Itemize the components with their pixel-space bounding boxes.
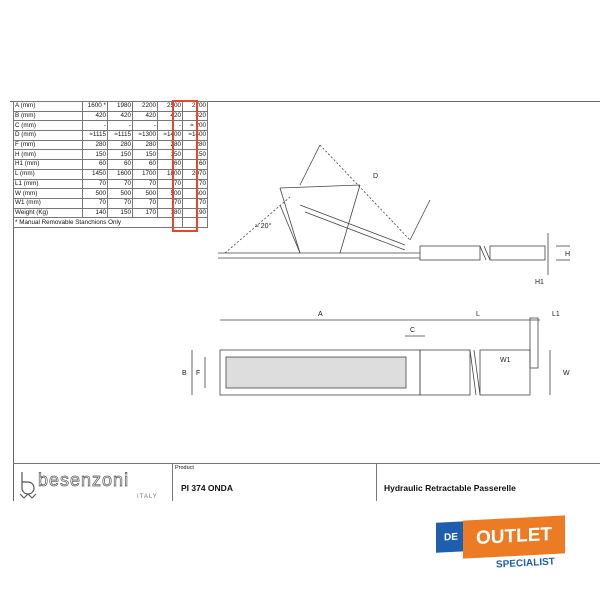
title-block-divider [172, 463, 173, 501]
label-f: F [196, 370, 200, 377]
title-block-divider [376, 463, 377, 501]
product-name: PI 374 ONDA [181, 483, 233, 493]
frame-left-line [13, 101, 14, 501]
label-d: D [373, 173, 378, 180]
product-label: Product [175, 465, 194, 471]
brand-name: besenzoni [38, 470, 130, 491]
side-view [218, 144, 570, 275]
label-l1: L1 [552, 311, 560, 318]
label-h1: H1 [535, 279, 544, 286]
logo-outlet: OUTLET [463, 515, 565, 559]
logo-specialist: SPECIALIST [495, 556, 556, 571]
logo-de: DE [436, 521, 466, 553]
highlight-box [172, 100, 198, 232]
brand-sub: ITALY [137, 494, 158, 500]
product-description: Hydraulic Retractable Passerelle [384, 483, 516, 493]
label-l: L [476, 311, 480, 318]
label-w: W [563, 370, 570, 377]
table-cell [182, 217, 208, 228]
label-c: C [410, 327, 415, 334]
de-outlet-specialist-logo: DE OUTLET SPECIALIST [436, 515, 566, 578]
label-angle: ≈ 20° [255, 222, 272, 230]
plan-view [191, 317, 551, 396]
table-row: D (mm)≈1115≈1115≈1300≈1400≈1400 [13, 130, 208, 141]
label-b: B [182, 370, 187, 377]
label-a: A [318, 311, 323, 318]
label-w1: W1 [500, 357, 511, 364]
table-row: C (mm)----≈ 200 [13, 120, 208, 132]
title-block-top-line [13, 463, 600, 464]
frame-top-line [10, 101, 600, 102]
besenzoni-logo-icon [19, 472, 37, 499]
label-h: H [565, 251, 570, 258]
